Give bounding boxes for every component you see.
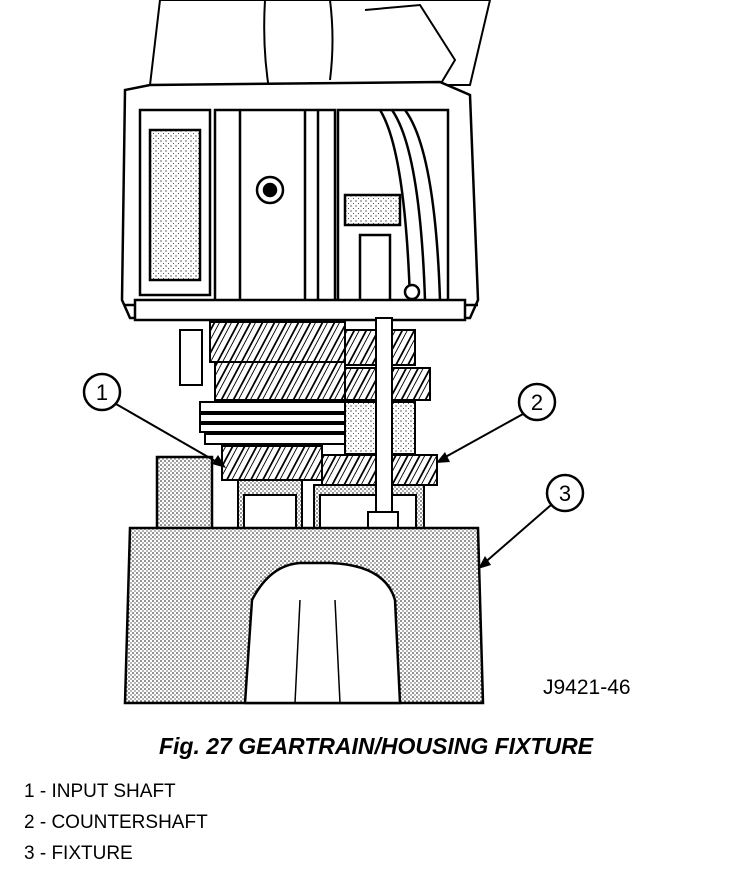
callout-3: 3 [478, 473, 585, 569]
legend-item: 3 - FIXTURE [24, 843, 133, 864]
legend-item: 2 - COUNTERSHAFT [24, 812, 208, 833]
fixture [123, 455, 485, 705]
countershaft [313, 317, 425, 531]
transmission-housing [120, 80, 480, 322]
legend-item: 1 - INPUT SHAFT [24, 781, 176, 802]
input-shaft [237, 479, 303, 529]
transmission-illustration: 1 2 3 [82, 0, 585, 705]
callout-1: 1 [82, 372, 226, 468]
callout-1-label: 1 [96, 380, 108, 405]
callout-3-label: 3 [559, 481, 571, 506]
figure-code: J9421-46 [543, 676, 631, 699]
figure-caption: Fig. 27 GEARTRAIN/HOUSING FIXTURE [158, 733, 594, 759]
callout-2: 2 [436, 382, 557, 463]
figure-legend: 1 - INPUT SHAFT 2 - COUNTERSHAFT 3 - FIX… [24, 776, 208, 869]
callout-2-label: 2 [531, 390, 543, 415]
